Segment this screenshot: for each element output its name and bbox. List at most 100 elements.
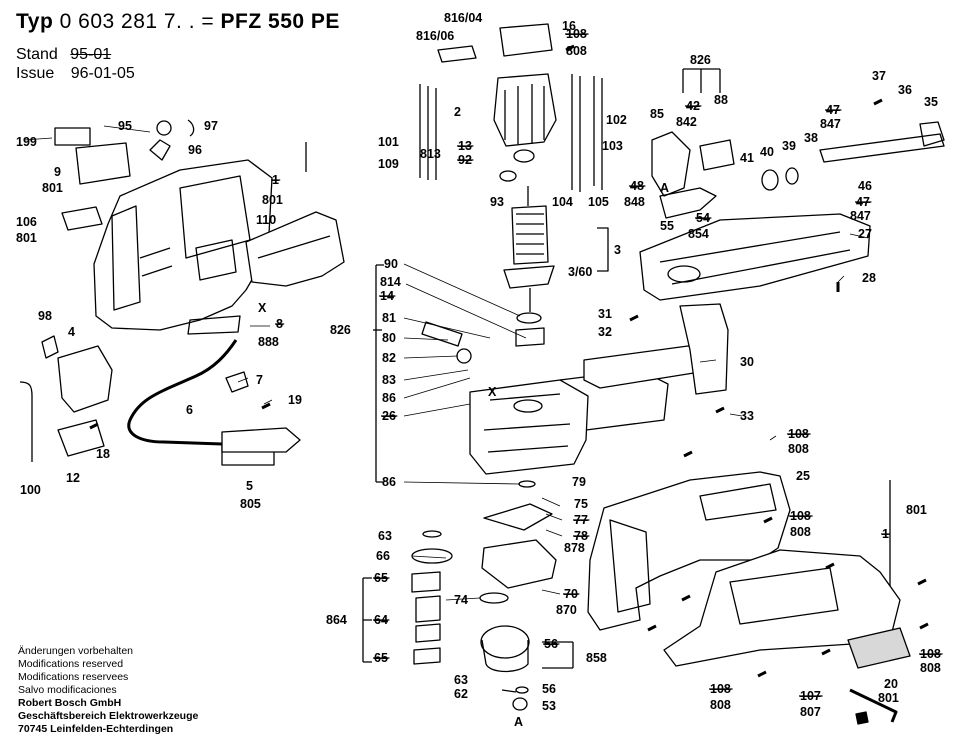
part-callout: 41 — [740, 151, 754, 165]
part-callout: 826 — [690, 53, 711, 67]
part-callout: 808 — [788, 442, 809, 456]
part-callout: 813 — [420, 147, 441, 161]
part-callout: 110 — [256, 213, 276, 227]
part-callout: 66 — [376, 549, 390, 563]
part-callout: 90 — [384, 257, 398, 271]
part-callout: 28 — [862, 271, 876, 285]
part-callout: 38 — [804, 131, 818, 145]
part-callout: 56 — [542, 682, 556, 696]
part-callout: 848 — [624, 195, 645, 209]
part-callout: 4 — [68, 325, 75, 339]
part-callout: 808 — [566, 44, 587, 58]
part-callout: 97 — [204, 119, 218, 133]
part-callout: 9 — [54, 165, 61, 179]
part-callout: 83 — [382, 373, 396, 387]
part-callout: 82 — [382, 351, 396, 365]
part-callout: 807 — [800, 705, 821, 719]
part-callout: 95 — [118, 119, 132, 133]
part-callout: 20 — [884, 677, 898, 691]
part-callout: 35 — [924, 95, 938, 109]
part-callout: 870 — [556, 603, 577, 617]
part-callout: 801 — [262, 193, 283, 207]
part-callout: 847 — [850, 209, 871, 223]
stand-line: Stand 95-01 — [16, 46, 111, 64]
part-callout: 104 — [552, 195, 573, 209]
part-callout: 102 — [606, 113, 627, 127]
part-callout: 88 — [714, 93, 728, 107]
model-name: PFZ 550 PE — [220, 10, 340, 33]
part-callout: 86 — [382, 391, 396, 405]
part-callout: 53 — [542, 699, 556, 713]
part-callout: 805 — [240, 497, 261, 511]
part-callout: 33 — [740, 409, 754, 423]
part-callout: 101 — [378, 135, 399, 149]
part-callout: 808 — [790, 525, 811, 539]
part-callout: 847 — [820, 117, 841, 131]
issue-label: Issue — [16, 65, 55, 82]
part-callout: 81 — [382, 311, 396, 325]
typ-label: Typ — [16, 10, 54, 33]
part-callout: 842 — [676, 115, 697, 129]
company-line: Geschäftsbereich Elektrowerkzeuge — [18, 710, 199, 722]
part-callout: 96 — [188, 143, 202, 157]
part-callout: 30 — [740, 355, 754, 369]
part-callout: 888 — [258, 335, 279, 349]
footer-line: Salvo modificaciones — [18, 684, 117, 696]
part-callout: 801 — [906, 503, 927, 517]
footer-line: Modifications reserved — [18, 658, 124, 670]
part-callout: 63 — [378, 529, 392, 543]
footer-notes: Änderungen vorbehalten Modifications res… — [18, 645, 198, 736]
part-callout: 75 — [574, 497, 588, 511]
type-heading: Typ 0 603 281 7. . = PFZ 550 PE — [16, 10, 340, 34]
footer-line: Änderungen vorbehalten — [18, 645, 134, 657]
part-callout: 32 — [598, 325, 612, 339]
part-callout: 62 — [454, 687, 468, 701]
part-callout: 854 — [688, 227, 709, 241]
part-callout: 814 — [380, 275, 401, 289]
part-callout: 5 — [246, 479, 253, 493]
part-callout: 63 — [454, 673, 468, 687]
part-callout: 3 — [614, 243, 621, 257]
part-callout: 816/04 — [444, 11, 482, 25]
part-callout: 826 — [330, 323, 351, 337]
part-callout: 801 — [42, 181, 63, 195]
part-callout: 103 — [602, 139, 623, 153]
part-callout: 31 — [598, 307, 612, 321]
part-callout: 816/06 — [416, 29, 454, 43]
part-callout: 878 — [564, 541, 585, 555]
part-callout: 79 — [572, 475, 586, 489]
part-callout: 37 — [872, 69, 886, 83]
part-callout: 3/60 — [568, 265, 592, 279]
part-callout: 25 — [796, 469, 810, 483]
part-callout: 109 — [378, 157, 399, 171]
part-callout: 16 — [562, 19, 576, 33]
part-callout: 55 — [660, 219, 674, 233]
part-callout: 86 — [382, 475, 396, 489]
part-callout: 7 — [256, 373, 263, 387]
part-callout: 808 — [710, 698, 731, 712]
part-callout: 12 — [66, 471, 80, 485]
part-callout: 40 — [760, 145, 774, 159]
part-callout: 199 — [16, 135, 37, 149]
part-callout: 36 — [898, 83, 912, 97]
part-callout: X — [258, 301, 267, 315]
part-callout: 106 — [16, 215, 37, 229]
part-callout: 801 — [16, 231, 37, 245]
stand-value: 95-01 — [70, 46, 112, 63]
part-callout: 93 — [490, 195, 504, 209]
company-line: 70745 Leinfelden-Echterdingen — [18, 723, 174, 735]
issue-value: 96-01-05 — [70, 65, 135, 82]
part-callout: 85 — [650, 107, 664, 121]
part-callout: X — [488, 385, 497, 399]
part-callout: 801 — [878, 691, 899, 705]
stand-label: Stand — [16, 46, 58, 63]
part-callout: 2 — [454, 105, 461, 119]
footer-line: Modifications reservees — [18, 671, 129, 683]
part-callout: 808 — [920, 661, 941, 675]
company-line: Robert Bosch GmbH — [18, 697, 122, 709]
part-callout: 858 — [586, 651, 607, 665]
part-callout: 80 — [382, 331, 396, 345]
part-callout: 39 — [782, 139, 796, 153]
part-callout: A — [514, 715, 523, 729]
